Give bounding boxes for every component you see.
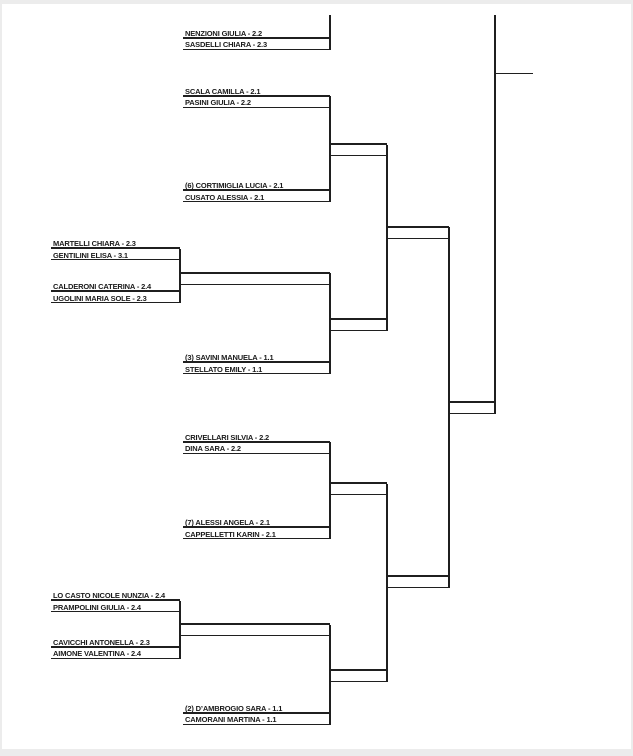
- player-slot: (2) D’AMBROGIO SARA - 1.1: [185, 703, 283, 713]
- bracket-line: [329, 442, 331, 539]
- player-slot: CAPPELLETTI KARIN - 2.1: [185, 529, 276, 539]
- bracket-line: [330, 143, 387, 145]
- bracket-line: [330, 329, 387, 331]
- bracket-line: [179, 600, 181, 659]
- player-slot: UGOLINI MARIA SOLE - 2.3: [53, 293, 147, 303]
- player-underline: [183, 361, 330, 363]
- player-underline: [51, 259, 180, 261]
- bracket-line: [449, 412, 495, 414]
- bracket-line: [330, 482, 387, 484]
- bracket-line: [448, 227, 450, 588]
- player-slot: (3) SAVINI MANUELA - 1.1: [185, 353, 274, 362]
- bracket-line: [180, 635, 330, 637]
- player-underline: [183, 36, 330, 39]
- player-slot: DINA SARA - 2.2: [185, 444, 241, 453]
- bracket-line: [387, 225, 449, 228]
- player-slot: CUSATO ALESSIA - 2.1: [185, 192, 265, 202]
- bracket-line: [330, 317, 387, 320]
- player-underline: [51, 611, 180, 613]
- player-slot: SASDELLI CHIARA - 2.3: [185, 40, 267, 49]
- player-slot: CAVICCHI ANTONELLA - 2.3: [53, 637, 150, 647]
- player-slot: LO CASTO NICOLE NUNZIA - 2.4: [53, 591, 166, 600]
- bracket-line: [330, 669, 387, 671]
- player-slot: PRAMPOLINI GIULIA - 2.4: [53, 602, 141, 612]
- player-slot: SCALA CAMILLA - 2.1: [185, 86, 261, 96]
- player-underline: [183, 106, 330, 108]
- player-underline: [51, 290, 180, 292]
- bracket-line: [180, 283, 330, 285]
- player-slot: CALDERONI CATERINA - 2.4: [53, 282, 152, 291]
- player-slot: CRIVELLARI SILVIA - 2.2: [185, 432, 270, 442]
- bracket-line: [329, 96, 331, 202]
- player-underline: [51, 657, 180, 659]
- player-slot: MARTELLI CHIARA - 2.3: [53, 239, 136, 248]
- player-slot: PASINI GIULIA - 2.2: [185, 98, 251, 107]
- player-slot: (7) ALESSI ANGELA - 2.1: [185, 518, 270, 527]
- player-underline: [51, 645, 180, 648]
- player-underline: [183, 440, 330, 443]
- bracket-line: [329, 624, 331, 725]
- bracket-line: [387, 237, 449, 239]
- player-underline: [183, 723, 330, 725]
- player-slot: NENZIONI GIULIA - 2.2: [185, 28, 262, 38]
- bracket-line: [180, 271, 330, 274]
- bracket-line: [495, 72, 533, 75]
- player-slot: (6) CORTIMIGLIA LUCIA - 2.1: [185, 181, 284, 190]
- player-underline: [183, 48, 330, 50]
- bracket-line: [330, 155, 387, 157]
- player-underline: [51, 599, 180, 601]
- player-underline: [183, 189, 330, 191]
- player-underline: [183, 201, 330, 203]
- bracket-line: [329, 273, 331, 374]
- player-underline: [183, 538, 330, 540]
- player-slot: GENTILINI ELISA - 3.1: [53, 250, 128, 260]
- bracket-line: [330, 494, 387, 496]
- bracket-line: [449, 400, 495, 403]
- player-slot: CAMORANI MARTINA - 1.1: [185, 715, 277, 724]
- player-underline: [183, 452, 330, 454]
- bracket-line: [386, 483, 388, 682]
- player-slot: AIMONE VALENTINA - 2.4: [53, 649, 141, 658]
- bracket-line: [494, 15, 496, 414]
- player-underline: [183, 94, 330, 97]
- bracket-line: [387, 574, 449, 577]
- bracket-line: [179, 248, 181, 303]
- player-underline: [51, 247, 180, 249]
- bracket-line: [387, 586, 449, 588]
- bracket-line: [329, 15, 331, 50]
- player-underline: [183, 526, 330, 528]
- player-underline: [51, 302, 180, 304]
- bracket-line: [180, 623, 330, 625]
- player-underline: [183, 373, 330, 375]
- player-underline: [183, 711, 330, 714]
- player-slot: STELLATO EMILY - 1.1: [185, 364, 263, 374]
- bracket-line: [386, 144, 388, 331]
- bracket-line: [330, 681, 387, 683]
